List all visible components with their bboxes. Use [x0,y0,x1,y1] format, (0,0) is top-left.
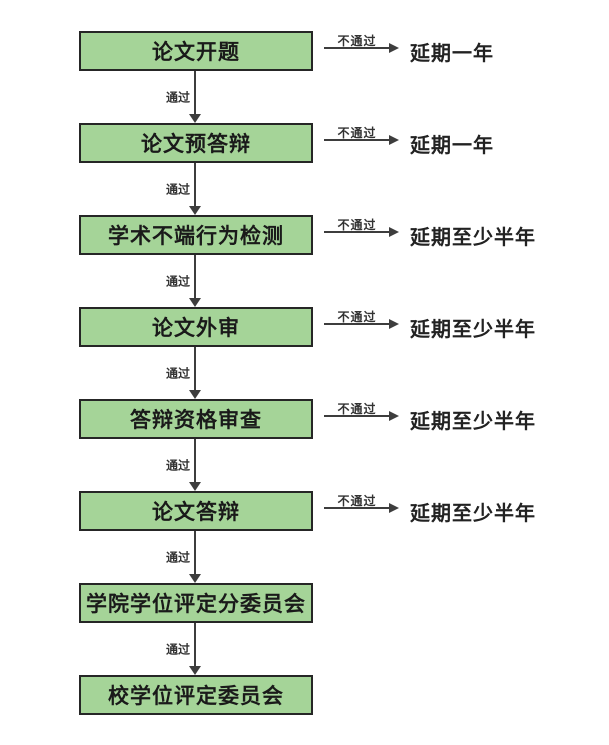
pass-arrow-head-icon [189,114,201,123]
step-label: 答辩资格审查 [130,409,262,432]
fail-outcome-text: 延期一年 [410,42,494,65]
step-label: 论文开题 [152,41,240,64]
fail-outcome-text: 延期至少半年 [410,226,536,249]
flow-step-box-university-degree-committee: 校学位评定委员会 [79,675,313,715]
flow-step-box-defense-qualification: 答辩资格审查 不通过 延期至少半年 [79,399,535,439]
step-label: 学术不端行为检测 [108,225,284,248]
pass-arrow-line [194,71,196,115]
fail-outcome-text: 延期至少半年 [410,318,536,341]
pass-arrow-line [194,255,196,299]
pass-connector: 通过 [79,623,313,675]
pass-label: 通过 [165,458,190,473]
step-label: 论文预答辩 [141,133,251,156]
pass-arrow-head-icon [189,666,201,675]
step-label: 论文外审 [152,317,240,340]
pass-arrow-line [194,531,196,575]
fail-outcome-text: 延期至少半年 [410,410,536,433]
fail-arrow-line [324,323,390,325]
fail-label: 不通过 [337,402,377,416]
pass-connector: 通过 [79,439,313,491]
pass-connector: 通过 [79,347,313,399]
pass-connector: 通过 [79,531,313,583]
fail-arrow-line [324,47,390,49]
fail-arrow-line [324,139,390,141]
pass-arrow-head-icon [189,574,201,583]
fail-label: 不通过 [337,494,377,508]
fail-arrow-line [324,231,390,233]
pass-label: 通过 [165,642,190,657]
fail-outcome-text: 延期一年 [410,134,494,157]
pass-label: 通过 [165,90,190,105]
step-label: 校学位评定委员会 [108,685,284,708]
pass-label: 通过 [165,366,190,381]
pass-label: 通过 [165,550,190,565]
pass-arrow-line [194,163,196,207]
pass-label: 通过 [165,182,190,197]
pass-arrow-head-icon [189,390,201,399]
fail-arrow-head-icon [389,43,399,53]
pass-arrow-line [194,623,196,667]
pass-arrow-head-icon [189,298,201,307]
step-label: 学院学位评定分委员会 [86,593,306,616]
step-label: 论文答辩 [152,501,240,524]
fail-arrow-head-icon [389,411,399,421]
fail-label: 不通过 [337,218,377,232]
pass-arrow-head-icon [189,206,201,215]
fail-arrow-line [324,415,390,417]
fail-arrow-line [324,507,390,509]
pass-arrow-line [194,347,196,391]
pass-connector: 通过 [79,163,313,215]
flow-step-box-thesis-defense: 论文答辩 不通过 延期至少半年 [79,491,535,531]
fail-arrow-head-icon [389,319,399,329]
flow-step-box-college-degree-subcommittee: 学院学位评定分委员会 [79,583,313,623]
fail-label: 不通过 [337,310,377,324]
flowchart-column: 论文开题 不通过 延期一年 通过 论文预答辩 不通过 延期一年 通过 学术不端行… [79,31,535,715]
flow-step-box-misconduct-check: 学术不端行为检测 不通过 延期至少半年 [79,215,535,255]
pass-connector: 通过 [79,255,313,307]
pass-label: 通过 [165,274,190,289]
pass-arrow-line [194,439,196,483]
fail-arrow-head-icon [389,227,399,237]
fail-arrow-head-icon [389,135,399,145]
flow-step-box-external-review: 论文外审 不通过 延期至少半年 [79,307,535,347]
fail-outcome-text: 延期至少半年 [410,502,536,525]
pass-connector: 通过 [79,71,313,123]
flow-step-box-thesis-proposal: 论文开题 不通过 延期一年 [79,31,493,71]
fail-label: 不通过 [337,34,377,48]
fail-arrow-head-icon [389,503,399,513]
pass-arrow-head-icon [189,482,201,491]
fail-label: 不通过 [337,126,377,140]
flow-step-box-pre-defense: 论文预答辩 不通过 延期一年 [79,123,493,163]
